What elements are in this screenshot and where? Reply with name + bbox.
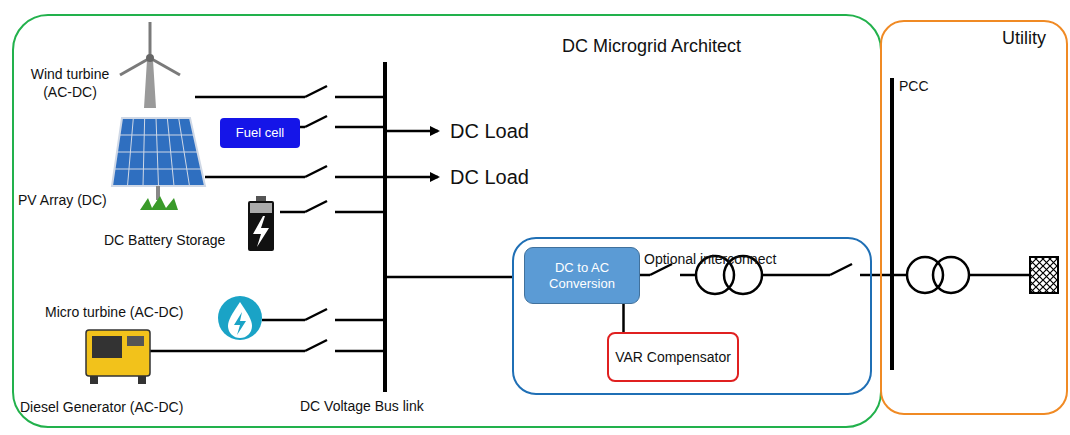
component-label: DC Voltage Bus link [300,398,424,416]
battery-icon-part [250,203,272,213]
node-text: Utility [1002,28,1046,50]
node-text: Fuel cell [236,125,284,141]
diesel-generator-icon-part [92,336,122,358]
dc-bus-bar-part [383,62,387,392]
pv-panel-icon-part [143,118,145,186]
feeder-wires-part [305,309,327,320]
feeder-wires-part [305,116,327,127]
feeder-wires-part [335,96,385,99]
pv-panel-icon-part [140,196,178,210]
component-label: Diesel Generator (AC-DC) [20,399,183,417]
feeder-wires-part [385,176,438,179]
diesel-generator-icon-part [127,336,144,346]
pv-panel-icon-part [156,118,159,186]
node-text: DC Microgrid Architect [562,36,741,58]
conversion-group: Optional interconnect DC to AC Conversion… [512,237,872,395]
node-text: Optional interconnect [644,251,776,268]
wind-turbine-icon-part [120,58,150,75]
node-text: VAR Compensator [615,349,731,366]
micro-turbine-icon-part [218,296,262,340]
battery-icon-part [248,201,274,251]
component-label: DC Load [450,165,529,190]
feeder-wires-part [335,126,385,129]
node-text: DC to AC Conversion [525,260,639,291]
component-label: DC Load [450,119,529,144]
grid-symbol [1030,257,1058,293]
feeder-wires-part [305,201,327,212]
grid-symbol-part [1030,257,1058,293]
feeder-wires-part [969,274,1030,277]
diesel-generator-icon-part [90,376,98,384]
diesel-generator-icon-part [86,330,150,376]
wind-turbine-icon-part [144,60,156,108]
diesel-generator-icon-part [138,376,146,384]
feeder-wires-part [892,274,907,277]
micro-turbine-icon [218,296,262,340]
pcc-bar-part [890,78,894,370]
microgrid-region: DC Microgrid ArchitectFuel cell [12,14,882,428]
connector-line [622,304,625,332]
feeder-wires-part [305,166,327,177]
component-label: PCC [899,78,929,96]
battery-icon-part [253,216,269,247]
battery-icon [248,196,274,251]
component-label: PV Array (DC) [18,192,107,210]
dc-bus-bar [385,62,386,392]
feeder-wires-part [280,211,305,214]
feeder-wires-part [305,340,327,351]
feeder-wires-part [195,96,305,99]
feeder-wires-part [262,319,305,322]
diesel-generator-icon [86,330,150,384]
wind-turbine-icon-part [150,58,180,75]
pv-panel-icon-part [167,118,174,186]
feeder-wires-part [385,276,512,279]
micro-turbine-icon-part [234,312,246,335]
feeder-wires-part [860,274,892,277]
feeder-wires-part [680,274,697,277]
feeder-wires-part [762,274,830,277]
feeder-wires [150,86,1030,351]
micro-turbine-icon-part [228,302,252,338]
component-label: Wind turbine (AC-DC) [20,66,120,101]
feeder-wires-part [385,130,438,133]
feeder-wires-part [335,211,385,214]
fuel-cell-box: Fuel cell [220,118,300,148]
feeder-wires-part [335,319,385,322]
feeder-wires-part [305,86,327,97]
pv-panel-icon [112,118,205,210]
wind-turbine-icon-part [149,22,152,58]
feeder-wires-part [933,257,969,293]
feeder-wires-part [335,350,385,353]
feeder-wires-part [205,176,305,179]
wind-turbine-icon-part [146,54,154,62]
pv-panel-icon-part [179,118,190,186]
pv-panel-icon-part [128,118,134,186]
feeder-wires-part [830,264,852,275]
feeder-wires-part [150,350,305,353]
battery-icon-part [256,196,266,201]
component-label: Micro turbine (AC-DC) [45,304,183,322]
pcc-bar [892,78,893,370]
pv-panel-icon-part [112,118,205,186]
var-compensator-box: VAR Compensator [607,332,739,382]
feeder-wires-part [335,176,385,179]
converter-box: DC to AC Conversion [524,247,640,304]
wind-turbine-icon [120,22,180,108]
component-label: DC Battery Storage [104,232,225,250]
